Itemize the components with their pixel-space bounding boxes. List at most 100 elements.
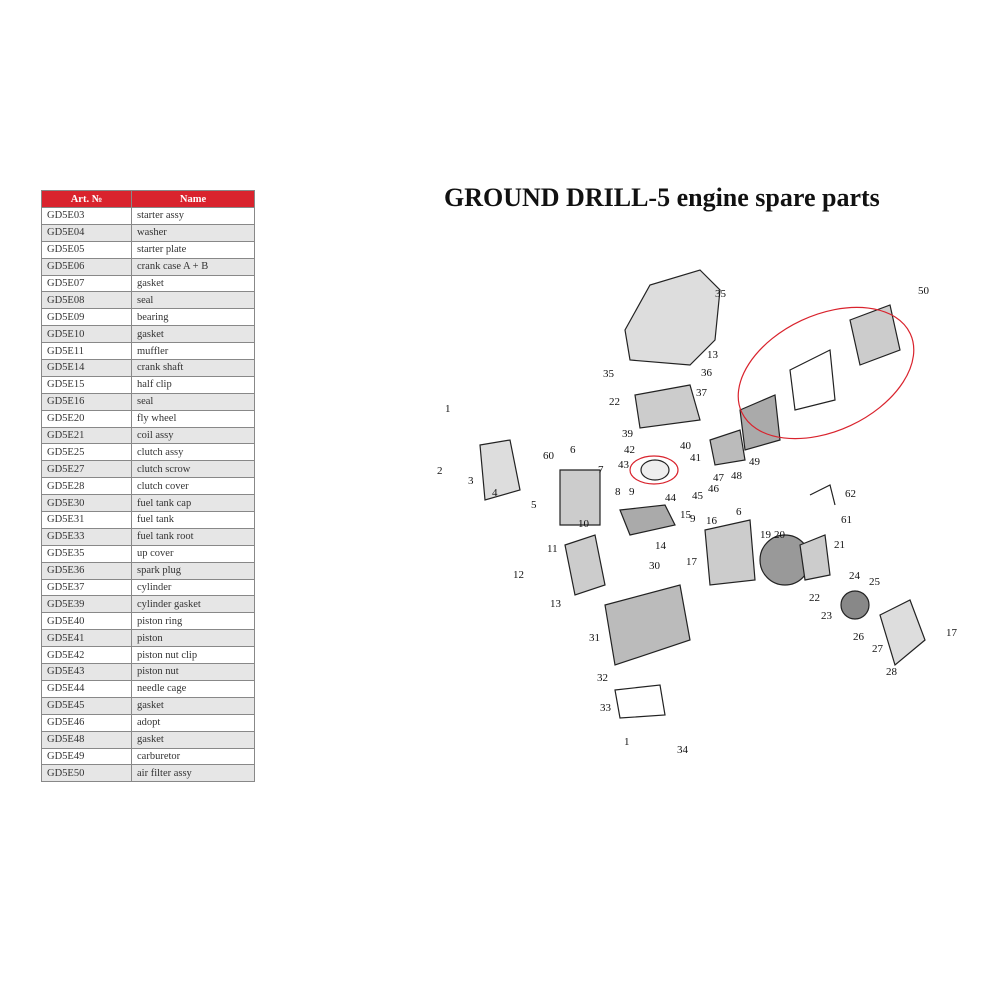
art-no-cell: GD5E49 bbox=[41, 747, 132, 766]
up-cover-part bbox=[624, 269, 721, 366]
callout-label: 7 bbox=[598, 464, 604, 476]
part-name-cell: cylinder bbox=[131, 578, 255, 597]
clutch-part bbox=[840, 590, 870, 620]
callout-label: 14 bbox=[655, 540, 667, 552]
starter-part bbox=[479, 439, 521, 501]
callout-label: 15 bbox=[680, 509, 692, 521]
callout-label: 6 bbox=[570, 444, 576, 456]
callout-label: 17 bbox=[946, 627, 958, 639]
callout-label: 42 bbox=[624, 444, 635, 456]
callout-label: 41 bbox=[690, 452, 701, 464]
callout-label: 11 bbox=[547, 543, 558, 555]
callout-label: 40 bbox=[680, 440, 692, 452]
callout-label: 22 bbox=[609, 396, 620, 408]
callout-label: 19 bbox=[760, 529, 772, 541]
callout-label: 26 bbox=[853, 631, 865, 643]
art-no-cell: GD5E46 bbox=[41, 713, 132, 732]
air-filter-element bbox=[789, 349, 836, 411]
art-no-cell: GD5E21 bbox=[41, 426, 132, 445]
part-name-cell: needle cage bbox=[131, 679, 255, 698]
part-name-cell: coil assy bbox=[131, 426, 255, 445]
part-name-cell: seal bbox=[131, 392, 255, 411]
callout-label: 22 bbox=[809, 592, 820, 604]
art-no-cell: GD5E09 bbox=[41, 308, 132, 327]
part-name-cell: piston bbox=[131, 629, 255, 648]
art-no-cell: GD5E06 bbox=[41, 257, 132, 276]
fuel-tank-part bbox=[604, 584, 691, 666]
tank-root-part bbox=[614, 684, 666, 719]
callout-label: 44 bbox=[665, 492, 677, 504]
callout-label: 47 bbox=[713, 472, 725, 484]
callout-label: 60 bbox=[543, 450, 555, 462]
art-no-cell: GD5E45 bbox=[41, 696, 132, 715]
art-no-cell: GD5E37 bbox=[41, 578, 132, 597]
callout-label: 32 bbox=[597, 672, 608, 684]
part-name-cell: crank case A + B bbox=[131, 257, 255, 276]
callout-label: 45 bbox=[692, 490, 704, 502]
coil-part bbox=[799, 534, 831, 581]
callout-label: 30 bbox=[649, 560, 661, 572]
art-no-cell: GD5E42 bbox=[41, 646, 132, 665]
part-name-cell: fuel tank bbox=[131, 511, 255, 529]
callout-label: 28 bbox=[886, 666, 898, 678]
callout-label: 20 bbox=[774, 529, 786, 541]
callout-label: 9 bbox=[629, 486, 635, 498]
callout-label: 35 bbox=[715, 288, 727, 300]
art-no-cell: GD5E35 bbox=[41, 544, 132, 563]
art-no-cell: GD5E43 bbox=[41, 663, 132, 681]
callout-label: 25 bbox=[869, 576, 881, 588]
carburetor-part bbox=[709, 429, 746, 466]
part-name-cell: clutch cover bbox=[131, 477, 255, 496]
callout-label: 13 bbox=[707, 349, 719, 361]
part-name-cell: bearing bbox=[131, 308, 255, 327]
part-name-cell: clutch assy bbox=[131, 443, 255, 462]
art-no-cell: GD5E15 bbox=[41, 375, 132, 394]
part-name-cell: spark plug bbox=[131, 561, 255, 580]
part-name-cell: clutch scrow bbox=[131, 460, 255, 479]
part-name-cell: starter assy bbox=[131, 207, 255, 225]
art-no-cell: GD5E40 bbox=[41, 612, 132, 631]
part-name-cell: cylinder gasket bbox=[131, 595, 255, 614]
callout-label: 10 bbox=[578, 518, 590, 530]
cylinder-part bbox=[634, 384, 701, 429]
part-name-cell: gasket bbox=[131, 696, 255, 715]
callout-label: 31 bbox=[589, 632, 600, 644]
header-name: Name bbox=[131, 190, 255, 208]
art-no-cell: GD5E03 bbox=[41, 207, 132, 225]
muffler-part bbox=[564, 534, 606, 596]
part-name-cell: up cover bbox=[131, 544, 255, 563]
callout-label: 21 bbox=[834, 539, 845, 551]
art-no-cell: GD5E14 bbox=[41, 359, 132, 377]
art-no-cell: GD5E48 bbox=[41, 730, 132, 749]
part-name-cell: starter plate bbox=[131, 240, 255, 259]
art-no-cell: GD5E31 bbox=[41, 511, 132, 529]
part-name-cell: muffler bbox=[131, 342, 255, 361]
page-title: GROUND DRILL-5 engine spare parts bbox=[444, 183, 880, 212]
callout-label: 17 bbox=[686, 556, 698, 568]
art-no-cell: GD5E36 bbox=[41, 561, 132, 580]
air-filter-cover bbox=[849, 304, 901, 366]
